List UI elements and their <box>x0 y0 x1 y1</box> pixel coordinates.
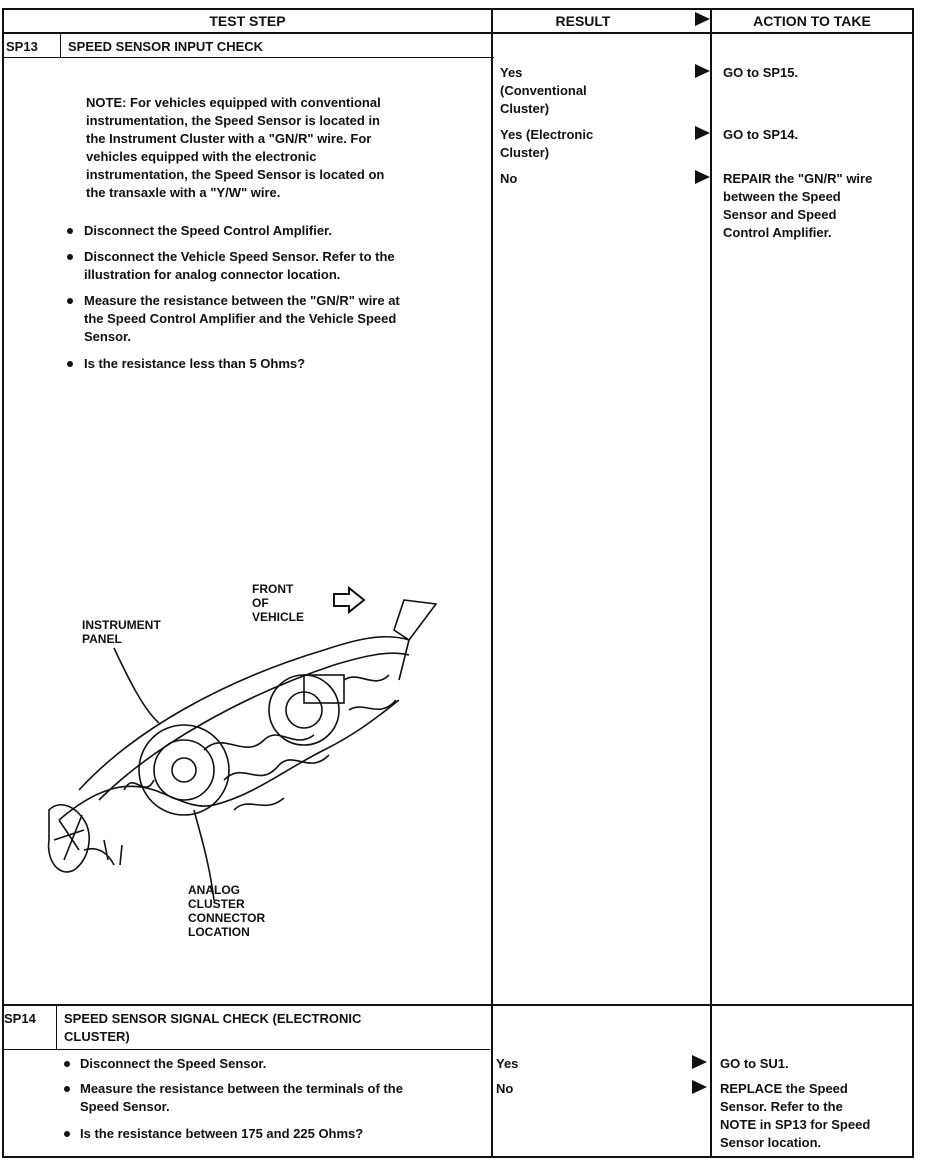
sp14-action-2: REPLACE the Speed Sensor. Refer to the N… <box>720 1081 871 1150</box>
bullet-icon <box>64 1061 70 1067</box>
result-arrow-icon <box>695 126 710 140</box>
sp14-title: SPEED SENSOR SIGNAL CHECK (ELECTRONIC CL… <box>64 1011 362 1044</box>
bullet-icon <box>67 361 73 367</box>
result-arrow-icon <box>695 64 710 78</box>
result-arrow-icon <box>692 1080 707 1094</box>
header-action: ACTION TO TAKE <box>753 13 871 29</box>
sp13-step-2: Disconnect the Vehicle Speed Sensor. Ref… <box>84 249 395 282</box>
sp14-id-divider <box>56 1006 57 1050</box>
sp14-title-divider <box>2 1049 490 1050</box>
sp13-id: SP13 <box>6 39 38 54</box>
header-arrow-icon <box>695 12 710 26</box>
table-border-top <box>2 8 914 10</box>
sp13-title-divider <box>2 57 494 58</box>
sp13-result-1: Yes (Conventional Cluster) <box>500 65 587 116</box>
sp13-action-3: REPAIR the "GN/R" wire between the Speed… <box>723 171 873 240</box>
result-arrow-icon <box>695 170 710 184</box>
sp14-step-1: Disconnect the Speed Sensor. <box>80 1056 267 1071</box>
instrument-panel-label: INSTRUMENT PANEL <box>82 618 161 646</box>
sp13-title: SPEED SENSOR INPUT CHECK <box>68 39 264 54</box>
sp14-step-2: Measure the resistance between the termi… <box>80 1081 403 1114</box>
sp13-result-3: No <box>500 171 518 186</box>
column-divider-1 <box>491 8 493 1158</box>
sp13-step-3: Measure the resistance between the "GN/R… <box>84 293 400 344</box>
result-arrow-icon <box>692 1055 707 1069</box>
table-border-bottom <box>2 1156 914 1158</box>
analog-connector-label: ANALOG CLUSTER CONNECTOR LOCATION <box>188 883 266 939</box>
sp13-id-divider <box>60 34 61 58</box>
sp14-result-1: Yes <box>496 1056 519 1071</box>
sp13-note: NOTE: For vehicles equipped with convent… <box>86 95 385 200</box>
instrument-panel-illustration <box>47 585 438 901</box>
sp14-action-1: GO to SU1. <box>720 1056 789 1071</box>
sp13-action-2: GO to SP14. <box>723 127 799 142</box>
sp14-step-3: Is the resistance between 175 and 225 Oh… <box>80 1126 364 1141</box>
bullet-icon <box>64 1131 70 1137</box>
front-of-vehicle-label: FRONT OF VEHICLE <box>252 582 305 624</box>
bullet-icon <box>67 298 73 304</box>
column-divider-2 <box>710 8 712 1158</box>
table-border-right <box>912 8 914 1158</box>
section-divider <box>2 1004 914 1006</box>
sp13-result-2: Yes (Electronic Cluster) <box>500 127 594 160</box>
sp13-action-1: GO to SP15. <box>723 65 799 80</box>
sp13-step-4: Is the resistance less than 5 Ohms? <box>84 356 306 371</box>
sp14-id: SP14 <box>4 1011 36 1026</box>
bullet-icon <box>64 1086 70 1092</box>
sp14-result-2: No <box>496 1081 514 1096</box>
sp13-step-1: Disconnect the Speed Control Amplifier. <box>84 223 332 238</box>
header-test-step: TEST STEP <box>209 13 286 29</box>
header-divider <box>2 32 914 34</box>
header-result: RESULT <box>555 13 611 29</box>
table-border-left <box>2 8 4 1158</box>
bullet-icon <box>67 228 73 234</box>
bullet-icon <box>67 254 73 260</box>
